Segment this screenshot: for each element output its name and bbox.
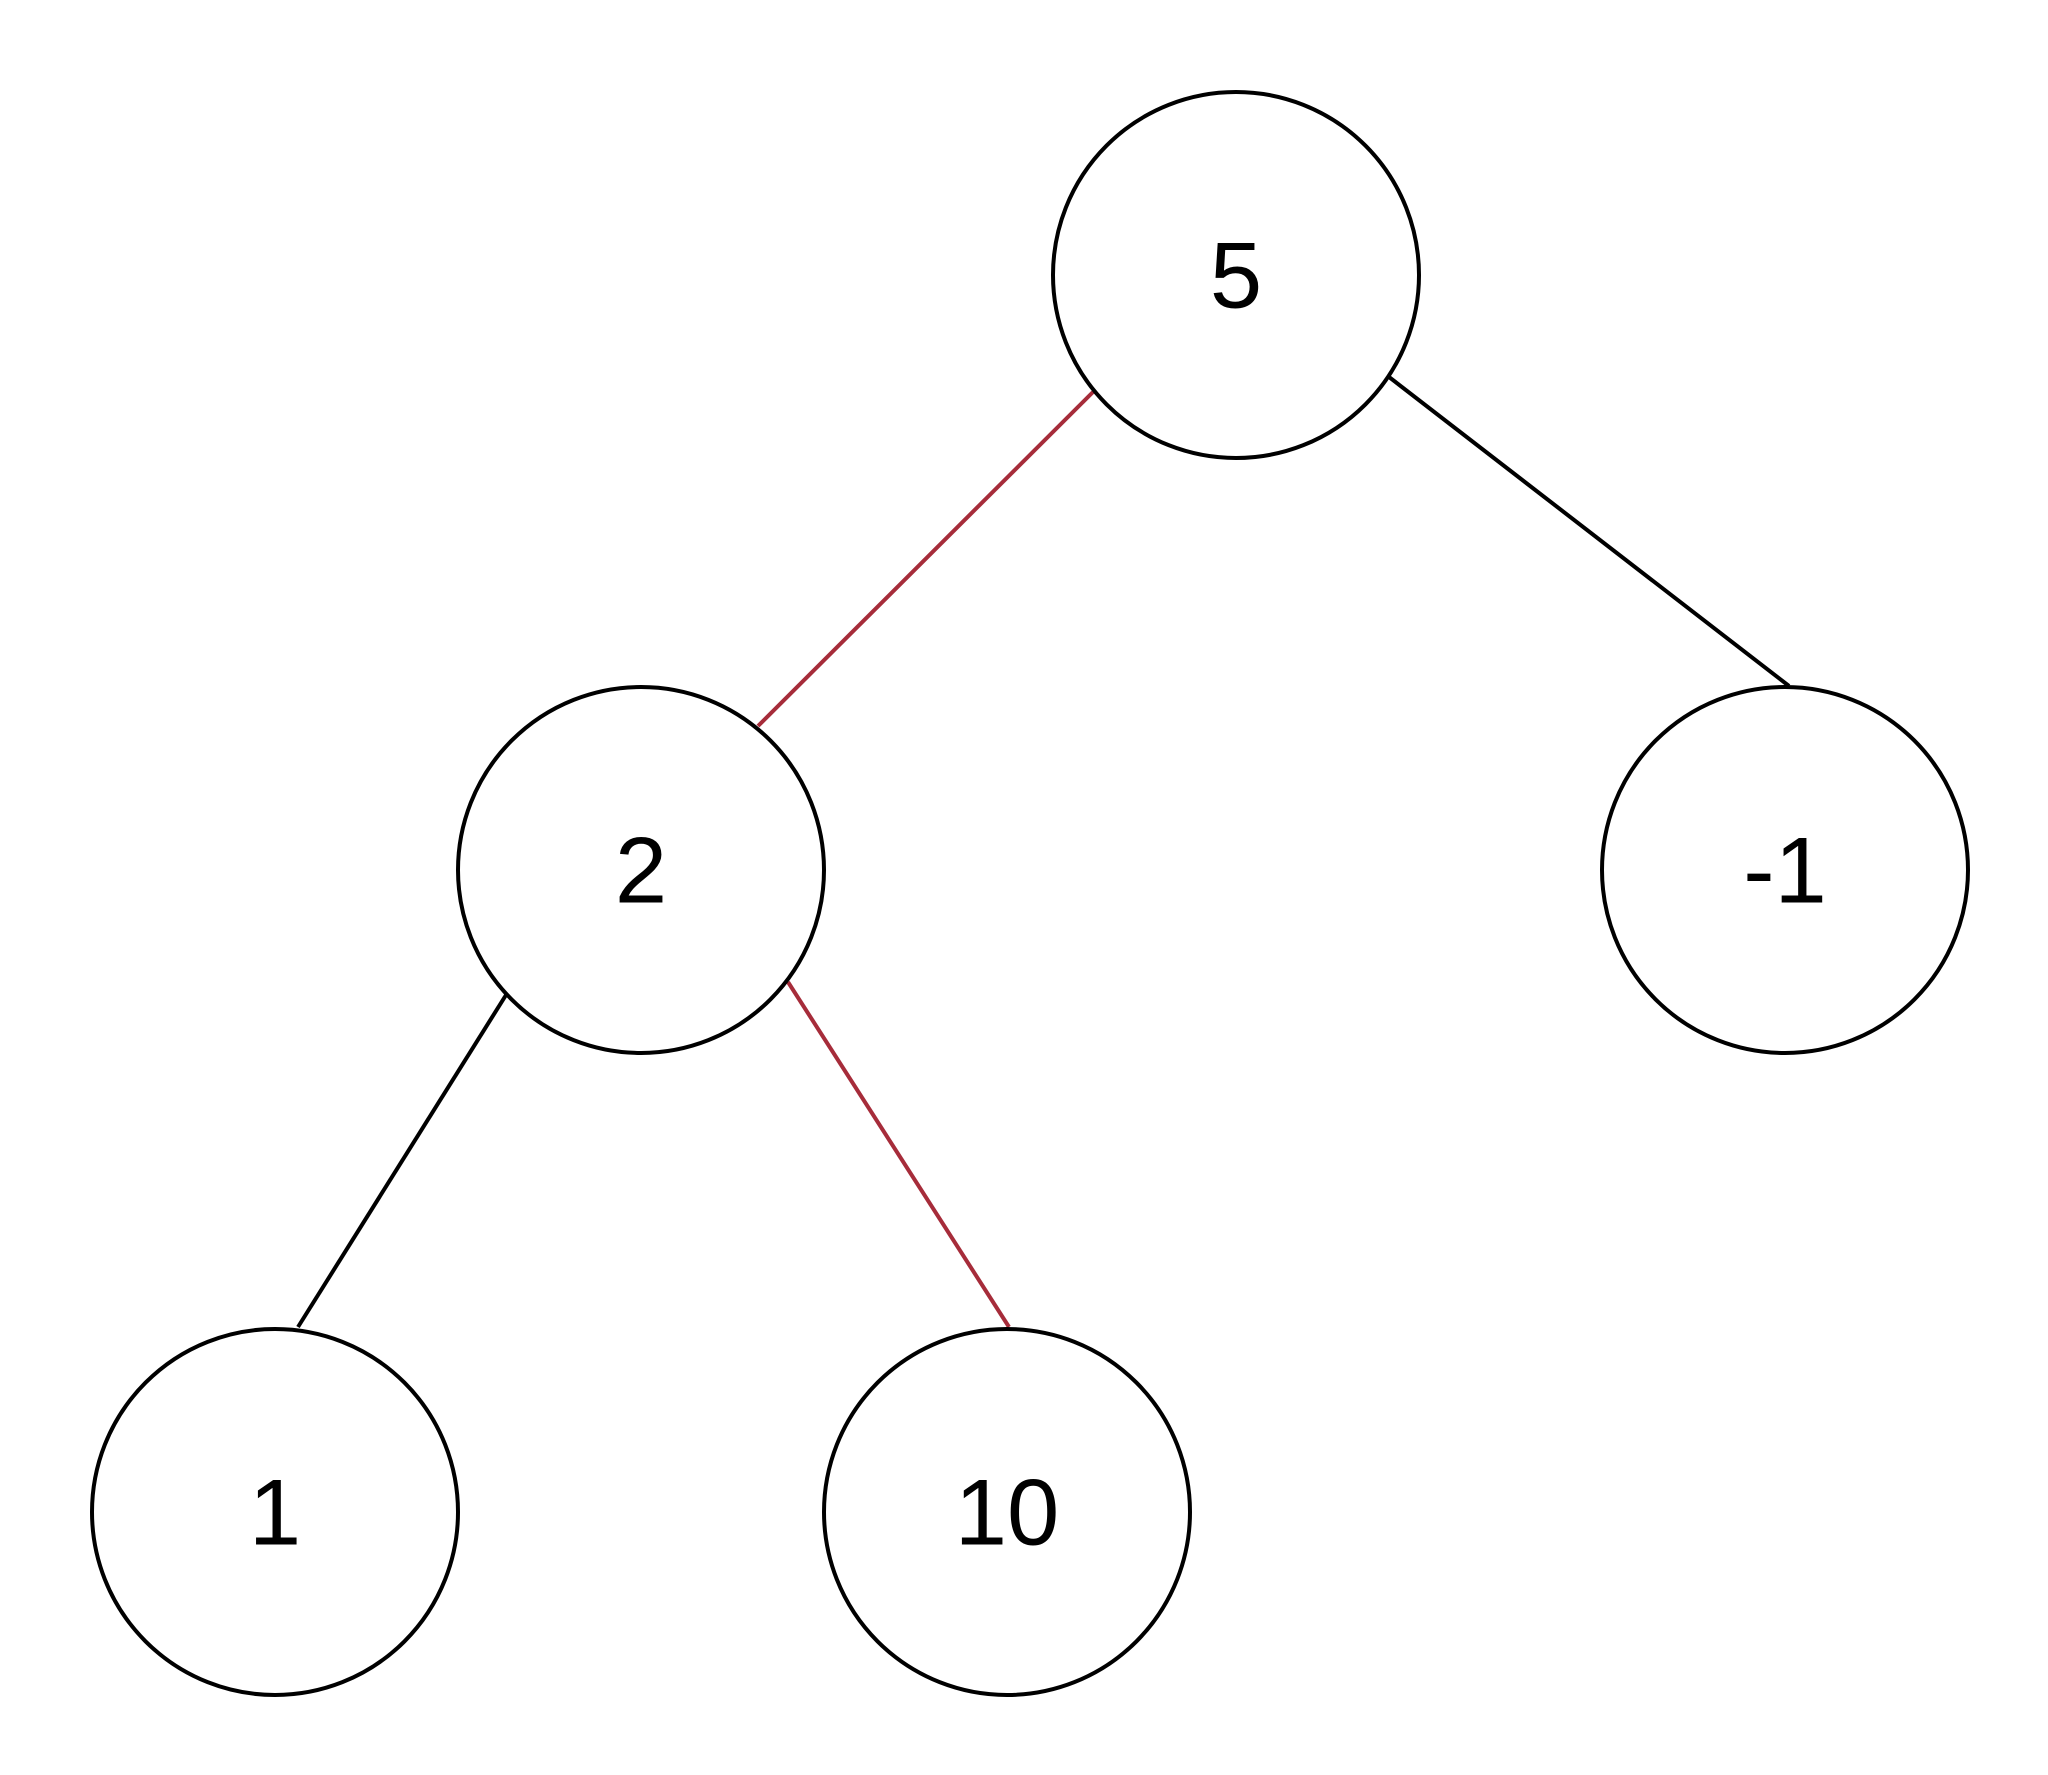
tree-node-n1: 1	[90, 1327, 460, 1697]
edge-n5-nm1	[1387, 375, 1791, 688]
edge-n5-n2-highlighted	[756, 390, 1095, 728]
edges-layer	[296, 375, 1791, 1329]
edge-n2-n10-highlighted	[786, 980, 1011, 1329]
node-circle	[1600, 685, 1970, 1055]
node-label: 5	[1210, 223, 1262, 328]
node-label: 1	[249, 1460, 301, 1565]
tree-node-n10: 10	[822, 1327, 1192, 1697]
node-label: -1	[1743, 818, 1827, 923]
node-circle	[1051, 90, 1421, 460]
node-circle	[822, 1327, 1192, 1697]
nodes-layer: 5 2 -1 1 10	[90, 90, 1970, 1697]
tree-node-nm1: -1	[1600, 685, 1970, 1055]
node-label: 2	[615, 818, 667, 923]
tree-node-n5: 5	[1051, 90, 1421, 460]
node-circle	[90, 1327, 460, 1697]
edge-n2-n1	[296, 993, 508, 1329]
tree-node-n2: 2	[456, 685, 826, 1055]
node-circle	[456, 685, 826, 1055]
node-label: 10	[955, 1460, 1060, 1565]
